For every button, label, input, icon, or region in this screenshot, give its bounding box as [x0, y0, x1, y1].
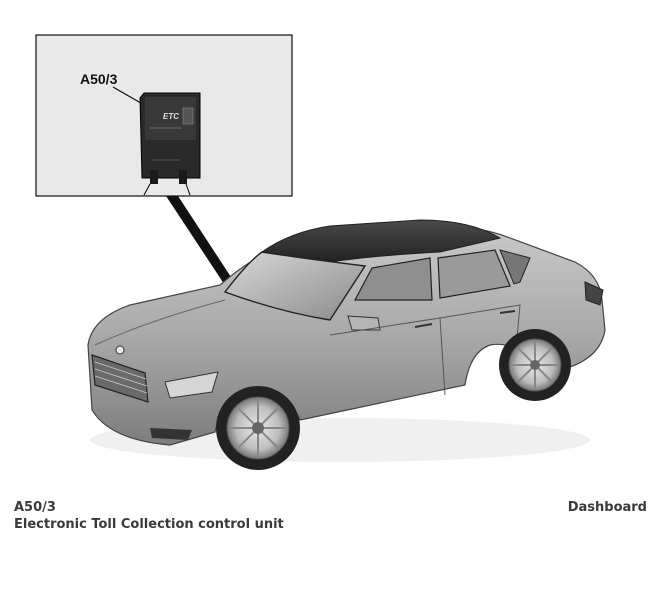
- location-leader-line: [166, 196, 246, 302]
- component-location: Dashboard: [567, 500, 647, 515]
- component-code: A50/3: [14, 500, 56, 515]
- vehicle-illustration: [87, 219, 606, 470]
- etc-control-unit: ETC: [139, 92, 201, 196]
- etc-logo-text: ETC: [163, 112, 179, 121]
- component-name: Electronic Toll Collection control unit: [14, 517, 284, 532]
- inset-callout-label: A50/3: [80, 71, 118, 87]
